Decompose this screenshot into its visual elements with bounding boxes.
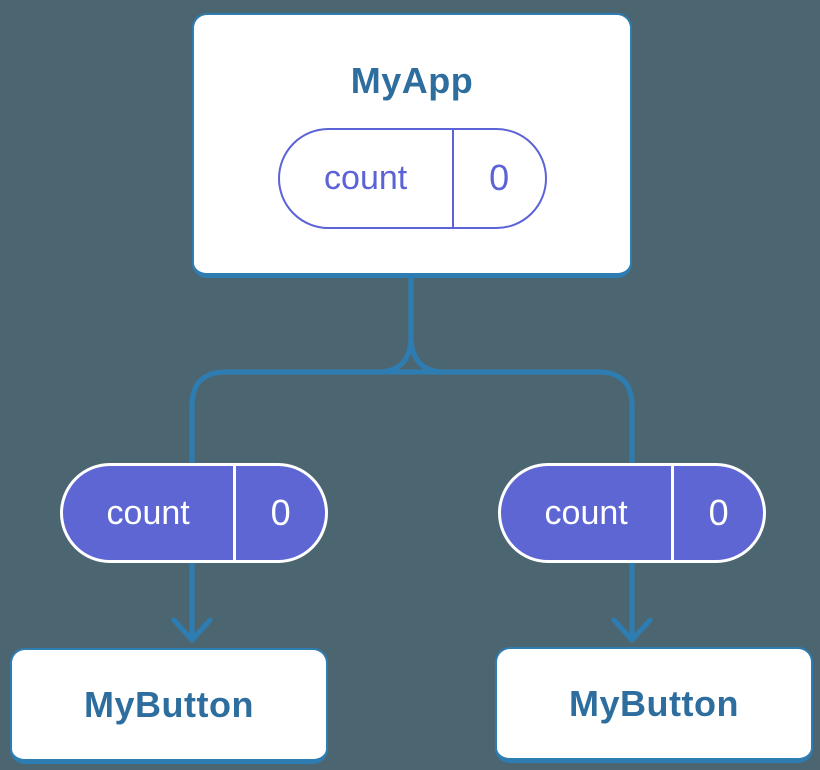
prop-pill: count 0 <box>498 463 766 563</box>
prop-pill: count 0 <box>60 463 328 563</box>
prop-value-label: 0 <box>708 492 729 533</box>
root-component-title: MyApp <box>350 59 474 101</box>
prop-value-label: 0 <box>270 492 291 533</box>
fork-curve-right <box>408 335 446 375</box>
state-pill: count 0 <box>277 127 547 229</box>
prop-key-label: count <box>63 466 237 560</box>
branch-rail-line <box>189 369 635 636</box>
child-component-card: MyButton <box>10 648 328 764</box>
state-value-label: 0 <box>489 157 510 198</box>
child-component-title: MyButton <box>569 682 739 724</box>
root-component-card: MyApp count 0 <box>192 13 632 278</box>
child-component-title: MyButton <box>84 683 254 725</box>
arrow-down-icon <box>171 617 213 643</box>
prop-key-label: count <box>501 466 675 560</box>
state-key-label: count <box>280 129 454 227</box>
child-component-card: MyButton <box>495 647 813 763</box>
fork-curve-left <box>376 335 414 375</box>
arrow-down-icon <box>611 617 653 643</box>
